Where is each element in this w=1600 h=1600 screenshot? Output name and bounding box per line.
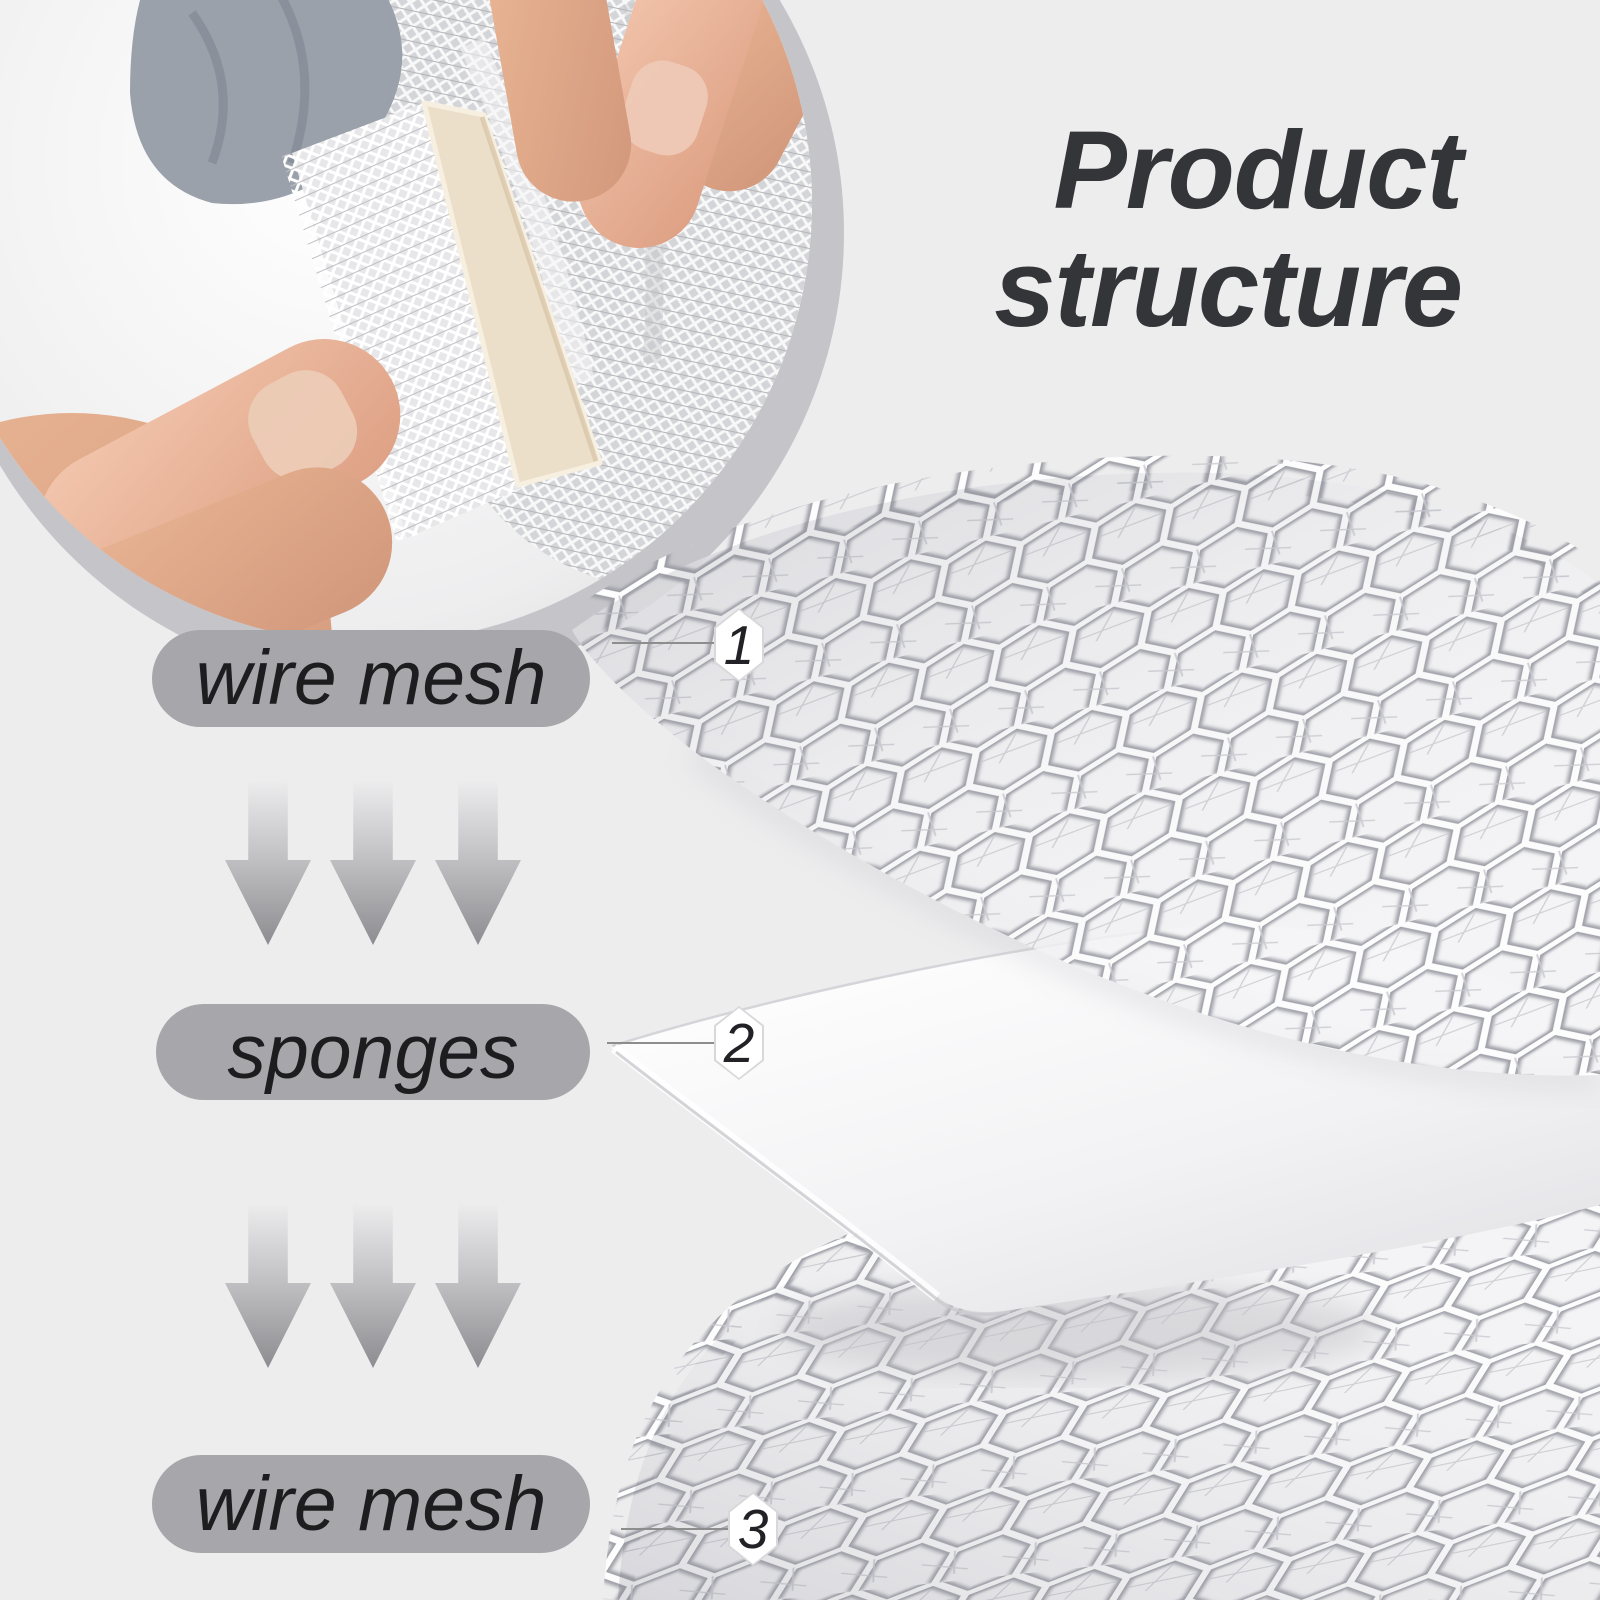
label-wire-mesh-top: wire mesh — [152, 630, 590, 727]
product-photo — [0, 0, 812, 643]
arrows-down-group-2 — [225, 1203, 521, 1368]
leader-line-1 — [612, 642, 718, 644]
top-wire-mesh-layer — [562, 455, 1600, 1076]
title-line-1: Product — [1053, 109, 1463, 232]
label-wire-mesh-bottom: wire mesh — [152, 1455, 590, 1553]
label-sponges: sponges — [156, 1004, 590, 1100]
title-line-2: structure — [994, 226, 1463, 350]
down-arrow-icon — [330, 780, 416, 945]
down-arrow-icon — [225, 780, 311, 945]
sponge-wedge — [421, 100, 603, 488]
down-arrow-icon — [225, 1203, 311, 1368]
marker-number: 2 — [723, 1012, 755, 1074]
label-text: wire mesh — [195, 1460, 547, 1547]
down-arrow-icon — [435, 780, 521, 945]
down-arrow-icon — [330, 1203, 416, 1368]
page-title: Product structure — [994, 109, 1463, 350]
down-arrow-icon — [435, 1203, 521, 1368]
marker-number: 1 — [723, 614, 755, 676]
label-text: wire mesh — [195, 635, 547, 721]
arrows-down-group-1 — [225, 780, 521, 945]
photo-illustration — [0, 0, 812, 643]
leader-line-2 — [607, 1042, 718, 1044]
marker-number: 3 — [737, 1498, 769, 1560]
label-text: sponges — [227, 1008, 519, 1095]
layer-marker-2: 2 — [714, 1006, 764, 1080]
leader-line-3 — [621, 1528, 732, 1530]
top-hand — [485, 0, 812, 248]
